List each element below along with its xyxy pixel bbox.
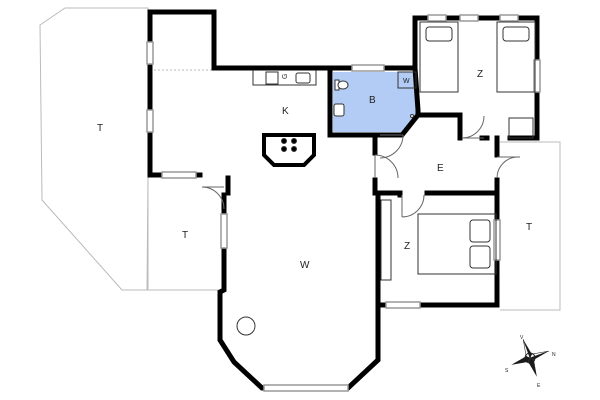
window-bath [351, 64, 385, 72]
terrace-west [39, 7, 149, 291]
bed-north-right [496, 21, 536, 93]
window-bedroom-north-east [533, 59, 541, 93]
kitchen-counter [252, 70, 317, 86]
kitchen-island [262, 133, 316, 167]
compass-rose: V N S E [505, 335, 556, 389]
hob-ring-4 [291, 146, 297, 152]
room-label-washer: W [403, 78, 410, 85]
wall-bedroom-south [375, 190, 500, 308]
kitchen-sink [295, 72, 311, 84]
compass-star-icon [511, 339, 549, 377]
shower-drain [410, 114, 414, 118]
compass-label-w: V [520, 335, 524, 341]
room-labels: T T K B W Z E Z T W [97, 69, 532, 271]
compass-label-e: E [537, 383, 541, 389]
beds [380, 21, 536, 281]
window-living-south [263, 384, 349, 392]
bed-south-pillow-1 [469, 219, 491, 243]
compass-label-s: S [505, 368, 509, 374]
toilet-bowl [337, 80, 349, 90]
hob-ring-1 [281, 138, 287, 144]
bed-south-pillow-2 [469, 245, 491, 269]
room-label-kitchen: K [282, 106, 289, 117]
room-label-entrance: E [437, 163, 444, 174]
door-living-terrace [201, 186, 225, 210]
wall-entrance-south [372, 190, 403, 198]
hob-ring-2 [291, 138, 297, 144]
kitchen-fixtures [252, 70, 317, 167]
washbasin [333, 103, 345, 117]
room-label-terrace-southwest: T [182, 230, 188, 241]
door-entrance-front [496, 156, 520, 179]
terrace-southwest [147, 178, 222, 291]
door-bedroom-north [461, 115, 485, 139]
room-label-terrace-east: T [526, 222, 532, 233]
door-bedroom-south [401, 194, 425, 218]
bed-north-left-pillow [425, 26, 453, 42]
room-label-living: W [300, 260, 310, 271]
room-label-bedroom-south: Z [404, 241, 410, 252]
window-bedroom-north-top [427, 14, 447, 22]
bed-north-nightstand [508, 117, 534, 139]
windows [146, 14, 541, 392]
terrace-outlines [39, 7, 561, 311]
room-label-bedroom-north: Z [477, 69, 483, 80]
door-entrance-kitchen [374, 154, 399, 179]
bed-south [417, 213, 497, 275]
wall-north-kitchen [147, 9, 418, 178]
window-bedroom-south-east [493, 219, 501, 261]
compass-label-n: N [552, 352, 556, 358]
wall-entrance-south-east [424, 177, 500, 196]
window-kitchen-west-2 [146, 109, 154, 133]
room-label-bathroom: B [369, 95, 376, 106]
bed-north-right-pillow [502, 26, 530, 42]
kitchen-cabinet [265, 71, 279, 85]
bed-north-left [419, 21, 459, 93]
hob-ring-3 [281, 146, 287, 152]
wall-bedroom-north [412, 15, 540, 141]
door-bath [379, 134, 404, 159]
window-bedroom-north-top-3 [499, 14, 519, 22]
washer [397, 71, 417, 89]
wall-bedroom-north-inner [412, 65, 463, 141]
terrace-east [500, 141, 561, 311]
doors [201, 115, 520, 218]
window-bedroom-north-top-2 [459, 14, 479, 22]
wall-bath-west [327, 65, 378, 138]
bath-fixtures [333, 71, 417, 118]
kitchen-appliance-label: G [282, 74, 289, 79]
window-bedroom-south-bottom [385, 301, 421, 309]
window-living-sw [161, 171, 197, 179]
wall-living-west-lower [217, 192, 381, 391]
window-kitchen-west [146, 41, 154, 65]
window-living-west [220, 213, 228, 249]
stove [236, 316, 256, 336]
room-label-terrace-west: T [97, 123, 103, 134]
bathroom-floor [333, 72, 418, 132]
wardrobe-south [380, 199, 392, 281]
